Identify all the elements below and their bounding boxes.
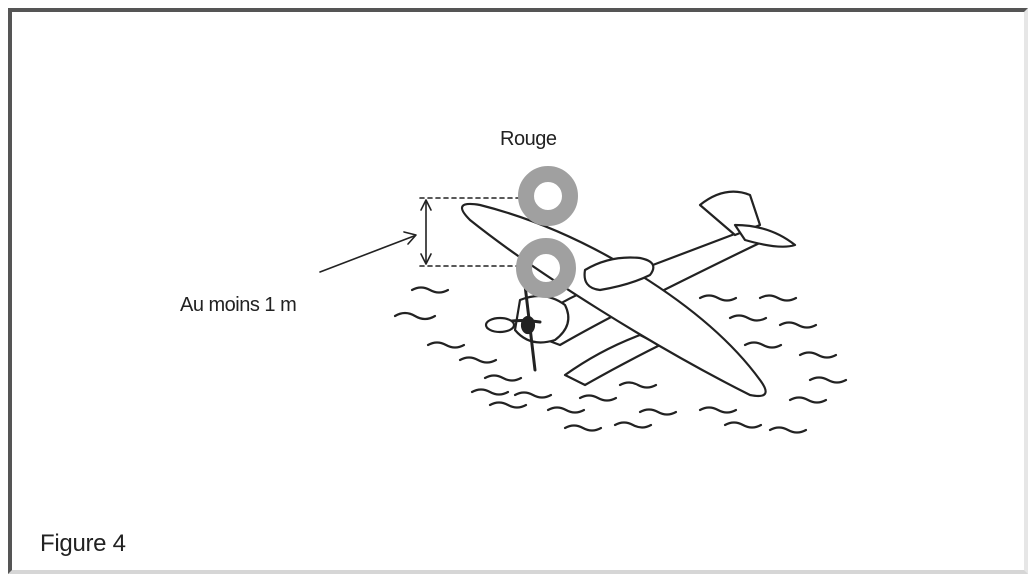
leader-line: [320, 236, 414, 272]
signal-marker-top: [526, 174, 570, 218]
minimum-distance-label: Au moins 1 m: [180, 294, 296, 317]
signal-color-label: Rouge: [500, 128, 556, 151]
figure-caption: Figure 4: [40, 530, 126, 558]
lower-wing: [565, 335, 660, 385]
